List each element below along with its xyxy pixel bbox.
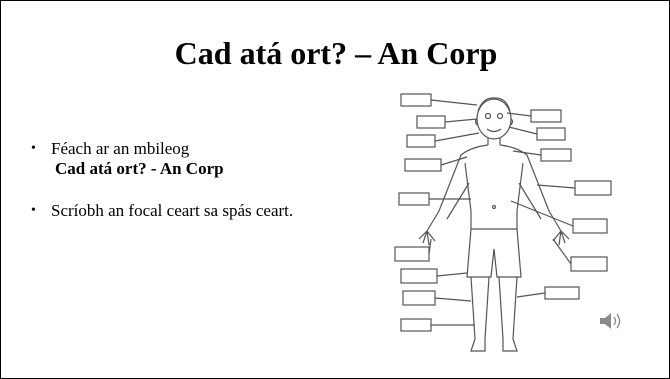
bullet-item: • Féach ar an mbileog Cad atá ort? - An … bbox=[31, 139, 351, 179]
bullet-dot: • bbox=[31, 141, 36, 156]
bullet-text: Scríobh an focal ceart sa spás ceart. bbox=[51, 201, 294, 220]
bullet-item: • Scríobh an focal ceart sa spás ceart. bbox=[31, 201, 351, 221]
bullet-list: • Féach ar an mbileog Cad atá ort? - An … bbox=[31, 139, 351, 243]
bullet-text: Féach ar an mbileog bbox=[51, 139, 190, 158]
speaker-icon[interactable] bbox=[597, 309, 625, 333]
slide-title: Cad atá ort? – An Corp bbox=[174, 35, 498, 71]
body-diagram-icon bbox=[394, 93, 612, 352]
worksheet-name: Cad atá ort? - An Corp bbox=[55, 159, 224, 178]
bullet-dot: • bbox=[31, 203, 36, 218]
